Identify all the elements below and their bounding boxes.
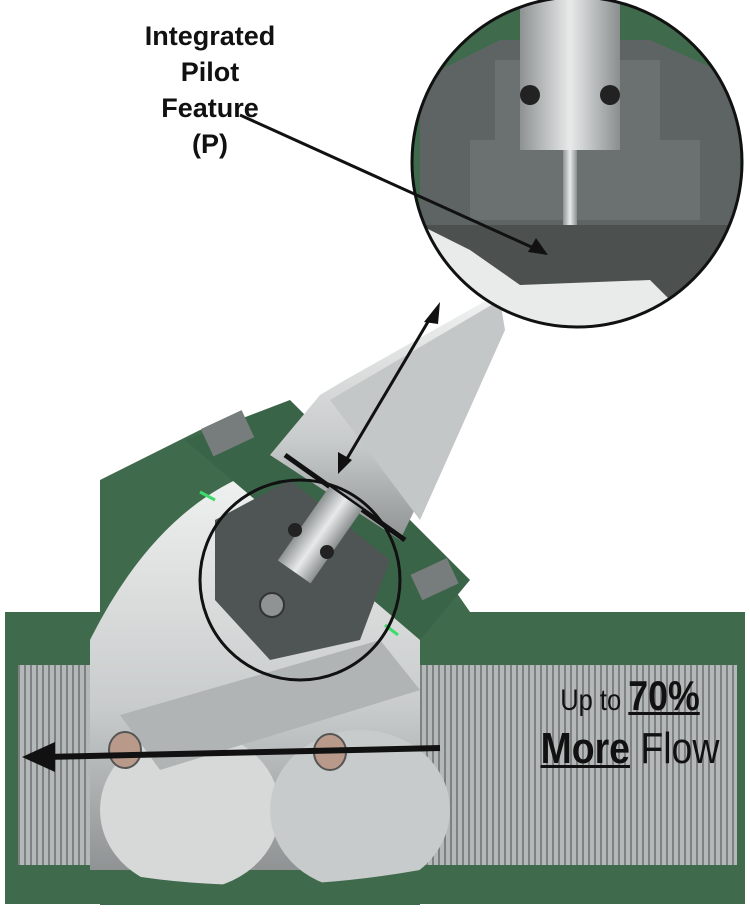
zoom-link-arrow <box>338 302 440 474</box>
focus-circle <box>198 478 402 682</box>
flow-claim: Up to 70% More Flow <box>515 672 745 774</box>
label-line: Integrated <box>144 21 276 51</box>
claim-more: More <box>540 724 630 773</box>
valve-body <box>5 290 745 905</box>
integrated-pilot-feature-label: Integrated Pilot Feature (P) <box>95 18 325 162</box>
claim-line-1: Up to 70% <box>532 672 728 720</box>
claim-flow: Flow <box>640 724 720 773</box>
zoom-detail-circle <box>412 0 742 327</box>
label-line: Pilot <box>180 57 240 87</box>
flow-direction-arrow <box>22 742 441 772</box>
claim-percent: 70% <box>628 672 700 719</box>
label-line: Feature <box>161 93 259 123</box>
claim-prefix: Up to <box>560 684 622 717</box>
label-line: (P) <box>192 129 228 159</box>
zoom-circle-outline <box>410 0 744 329</box>
callout-pointer-line <box>239 113 548 255</box>
claim-line-2: More Flow <box>532 724 728 774</box>
